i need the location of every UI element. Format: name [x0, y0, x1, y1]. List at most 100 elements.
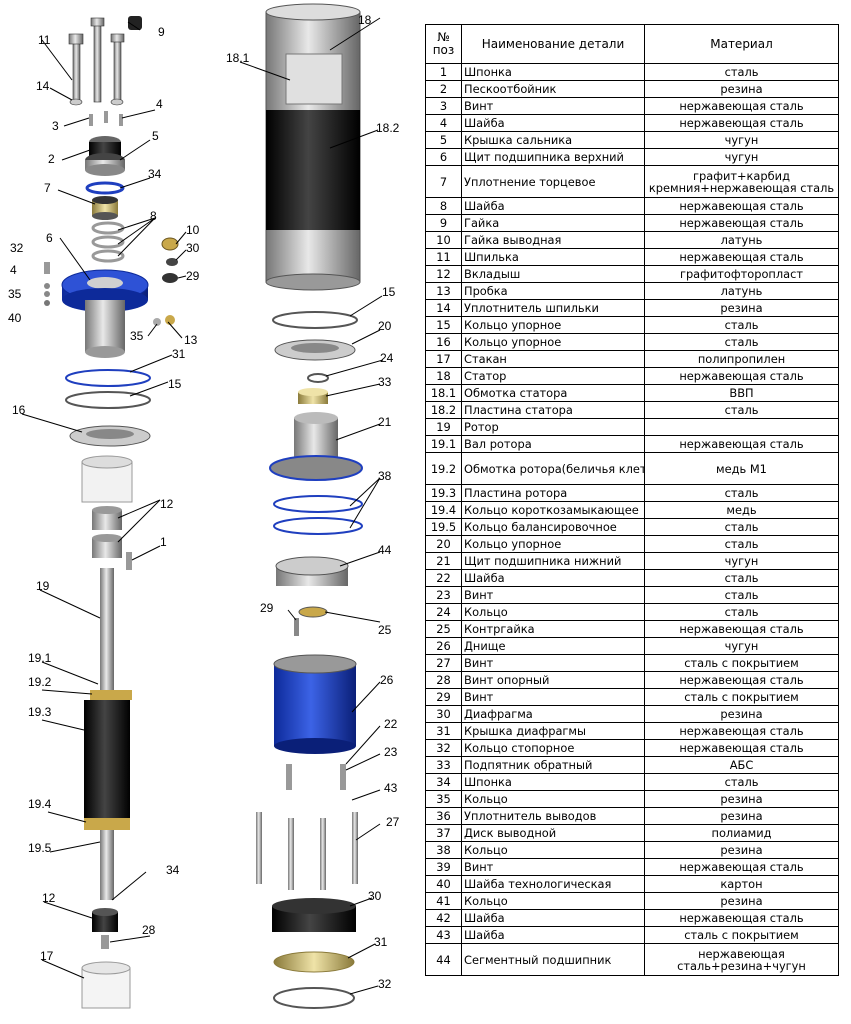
row-pos: 13 [425, 282, 462, 300]
row-pos: 19.5 [425, 518, 462, 536]
o-rings-38b [273, 495, 363, 513]
row-pos: 6 [425, 148, 462, 166]
row-material: нержавеющая сталь [644, 435, 839, 453]
row-material: сталь [644, 484, 839, 502]
row-material: нержавеющая сталь [644, 722, 839, 740]
rotor [84, 568, 132, 900]
row-pos: 35 [425, 790, 462, 808]
small-screws [89, 111, 123, 126]
row-pos: 1 [425, 63, 462, 81]
callout-38b: 38 [378, 469, 392, 483]
row-pos: 5 [425, 131, 462, 149]
row-name: Статор [461, 367, 645, 385]
row-name: Кольцо [461, 841, 645, 859]
row-material: сталь [644, 603, 839, 621]
row-name: Кольцо [461, 790, 645, 808]
row-name: Уплотнитель выводов [461, 807, 645, 825]
row-pos: 34 [425, 773, 462, 791]
callout-34: 34 [166, 863, 180, 877]
callout-35: 35 [130, 329, 144, 343]
row-material [644, 418, 839, 436]
row-name: Шайба [461, 569, 645, 587]
row-name: Шайба [461, 926, 645, 944]
callout-20: 20 [378, 319, 392, 333]
row-name: Крышка диафрагмы [461, 722, 645, 740]
row-material: сталь [644, 535, 839, 553]
callout-19-1: 19.1 [28, 651, 52, 665]
callout-16: 16 [12, 403, 26, 417]
callout-18-2: 18.2 [376, 121, 400, 135]
row-material: нержавеющая сталь [644, 97, 839, 115]
check-thrust-33 [298, 388, 328, 404]
callout-5: 5 [152, 129, 159, 143]
callout-29: 29 [260, 601, 274, 615]
callout-14: 14 [36, 79, 50, 93]
row-pos: 3 [425, 97, 462, 115]
row-name: Контргайка [461, 620, 645, 638]
row-pos: 36 [425, 807, 462, 825]
row-pos: 19.2 [425, 452, 462, 485]
sleeve-cup [81, 455, 133, 503]
callout-6: 6 [46, 231, 53, 245]
row-pos: 41 [425, 892, 462, 910]
row-material: сталь [644, 333, 839, 351]
callout-15: 15 [168, 377, 182, 391]
row-name: Гайка [461, 214, 645, 232]
callout-9: 9 [158, 25, 165, 39]
callout-3: 3 [52, 119, 59, 133]
callout-28: 28 [142, 923, 156, 937]
row-material: сталь с покрытием [644, 688, 839, 706]
row-name: Кольцо упорное [461, 316, 645, 334]
row-material: сталь [644, 63, 839, 81]
row-pos: 19 [425, 418, 462, 436]
circlip-32 [273, 987, 355, 1009]
row-name: Диафрагма [461, 705, 645, 723]
row-pos: 2 [425, 80, 462, 98]
row-pos: 42 [425, 909, 462, 927]
callout-32: 32 [378, 977, 392, 991]
row-name: Кольцо стопорное [461, 739, 645, 757]
row-material: резина [644, 299, 839, 317]
row-material: нержавеющая сталь [644, 367, 839, 385]
callout-40: 40 [8, 311, 22, 325]
row-name: Шайба [461, 909, 645, 927]
callout-12: 12 [160, 497, 174, 511]
row-material: сталь [644, 401, 839, 419]
row-pos: 11 [425, 248, 462, 266]
row-material: нержавеющая сталь+резина+чугун [644, 943, 839, 976]
row-material: резина [644, 80, 839, 98]
row-name: Кольцо балансировочное [461, 518, 645, 536]
row-material: нержавеющая сталь [644, 858, 839, 876]
row-pos: 21 [425, 552, 462, 570]
row-material: графит+карбид кремния+нержавеющая сталь [644, 165, 839, 198]
row-name: Шпонка [461, 773, 645, 791]
row-pos: 8 [425, 197, 462, 215]
row-pos: 40 [425, 875, 462, 893]
row-material: нержавеющая сталь [644, 114, 839, 132]
row-name: Подпятник обратный [461, 756, 645, 774]
callout-12b: 12 [42, 891, 56, 905]
callout-38: 31 [172, 347, 186, 361]
stud-bolts [68, 16, 142, 106]
stator [265, 3, 361, 291]
diaphragm-cover [273, 951, 355, 973]
row-material: нержавеющая сталь [644, 739, 839, 757]
cup-17 [81, 961, 131, 1009]
callout-26: 26 [380, 673, 394, 687]
header-name: Наименование детали [461, 24, 645, 64]
header-pos: № поз [425, 24, 462, 64]
row-material: нержавеющая сталь [644, 909, 839, 927]
